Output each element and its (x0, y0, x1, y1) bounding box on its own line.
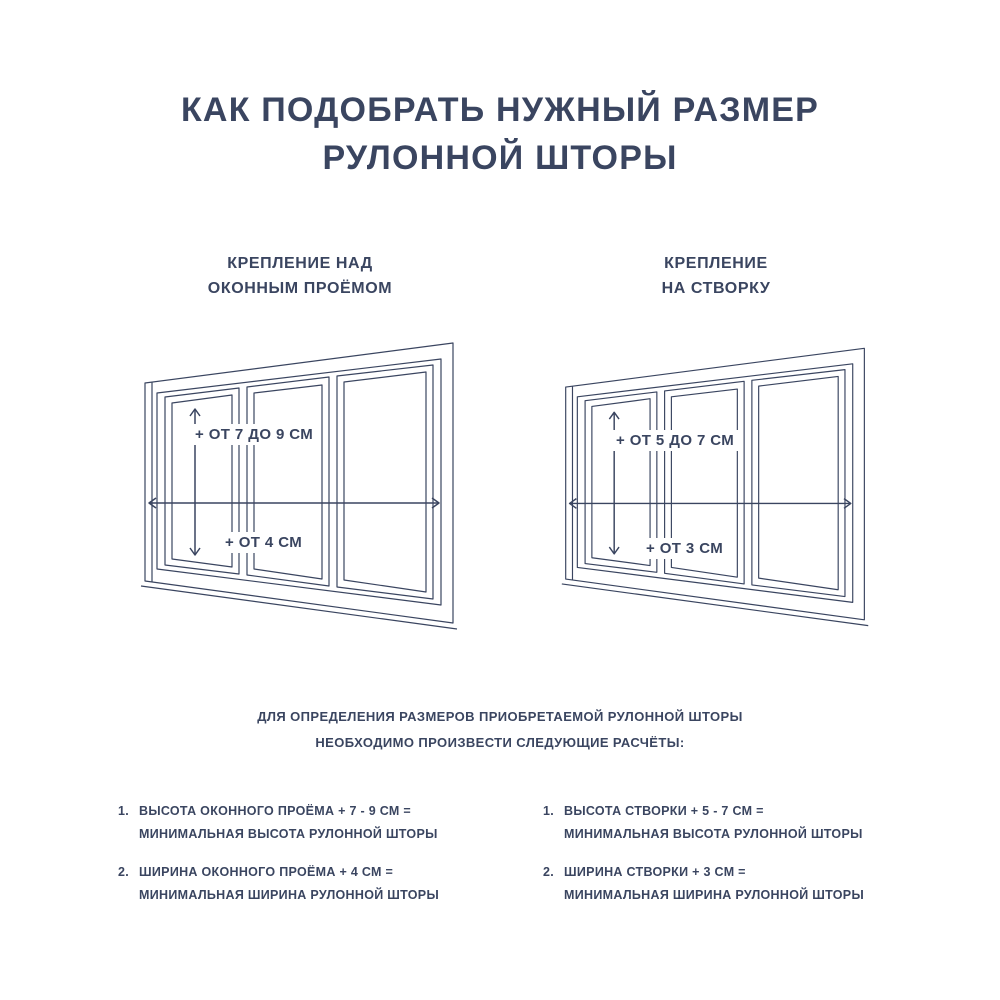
calc-item-text: ВЫСОТА СТВОРКИ + 5 - 7 СМ = МИНИМАЛЬНАЯ … (564, 804, 863, 842)
instructions-text: ДЛЯ ОПРЕДЕЛЕНИЯ РАЗМЕРОВ ПРИОБРЕТАЕМОЙ Р… (257, 709, 743, 750)
calc-item-number: 1. (543, 804, 555, 818)
horizontal-measure-arrow (568, 498, 852, 509)
window-on-sash-figure: + ОТ 5 ДО 7 СМ + ОТ 3 СМ (556, 340, 876, 632)
calc-item-number: 2. (543, 865, 555, 880)
height-measure-label: + ОТ 7 ДО 9 СМ (189, 424, 320, 445)
window-drawing (140, 342, 458, 630)
calc-item-number: 1. (118, 804, 130, 818)
window-frame (561, 347, 869, 627)
window-frame (140, 342, 458, 630)
calc-item: 1. ВЫСОТА ОКОННОГО ПРОЁМА + 7 - 9 СМ = М… (118, 800, 493, 846)
calc-list-right: 1. ВЫСОТА СТВОРКИ + 5 - 7 СМ = МИНИМАЛЬН… (543, 800, 918, 923)
right-column-heading: КРЕПЛЕНИЕ НА СТВОРКУ (661, 255, 771, 297)
width-measure-label: + ОТ 4 СМ (219, 532, 309, 553)
calc-item: 2. ШИРИНА СТВОРКИ + 3 СМ = МИНИМАЛЬНАЯ Ш… (543, 861, 918, 907)
page-title: КАК ПОДОБРАТЬ НУЖНЫЙ РАЗМЕР РУЛОННОЙ ШТО… (180, 91, 820, 178)
horizontal-measure-arrow (148, 497, 440, 509)
calc-item: 2. ШИРИНА ОКОННОГО ПРОЁМА + 4 СМ = МИНИМ… (118, 861, 493, 907)
window-above-opening-figure: + ОТ 7 ДО 9 СМ + ОТ 4 СМ (135, 334, 465, 636)
calc-list-left: 1. ВЫСОТА ОКОННОГО ПРОЁМА + 7 - 9 СМ = М… (118, 800, 493, 923)
calc-item-text: ШИРИНА ОКОННОГО ПРОЁМА + 4 СМ = МИНИМАЛЬ… (139, 865, 439, 903)
height-measure-label: + ОТ 5 ДО 7 СМ (610, 430, 741, 451)
left-column-heading: КРЕПЛЕНИЕ НАД ОКОННЫМ ПРОЁМОМ (207, 255, 393, 297)
calc-item: 1. ВЫСОТА СТВОРКИ + 5 - 7 СМ = МИНИМАЛЬН… (543, 800, 918, 846)
calc-item-number: 2. (118, 865, 130, 880)
window-drawing (561, 347, 869, 627)
width-measure-label: + ОТ 3 СМ (640, 538, 730, 559)
calc-item-text: ШИРИНА СТВОРКИ + 3 СМ = МИНИМАЛЬНАЯ ШИРИ… (564, 865, 864, 903)
calc-item-text: ВЫСОТА ОКОННОГО ПРОЁМА + 7 - 9 СМ = МИНИ… (139, 804, 438, 842)
